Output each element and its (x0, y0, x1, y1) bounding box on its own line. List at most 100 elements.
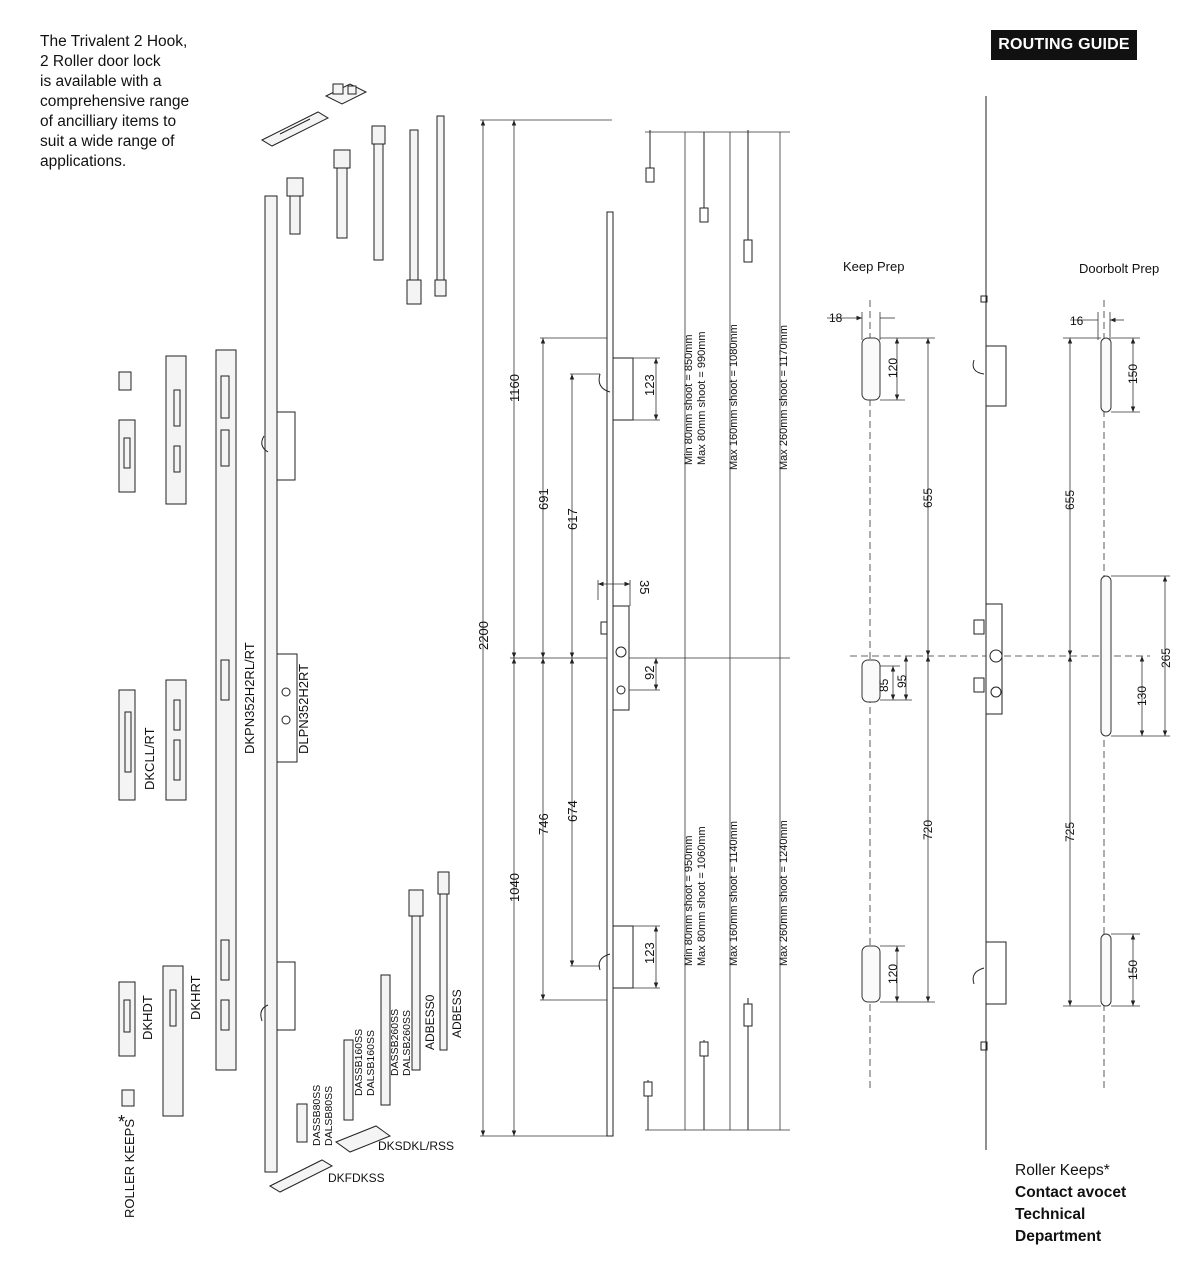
label-adbess0: ADBESS0 (423, 994, 437, 1050)
keep-dkhdt (118, 981, 136, 1057)
short-bolt-1-head (286, 177, 304, 197)
long-bolt-1-head (371, 125, 386, 145)
bottom-bolt-260 (380, 974, 391, 1106)
shoot-bolts-lower (643, 658, 790, 1131)
long-bolt-1 (373, 129, 384, 261)
lower-hook-case (276, 961, 296, 1031)
keep-top-dim: 120 (886, 358, 900, 378)
label-dkhdt: DKHDT (140, 995, 155, 1040)
routing-guide-badge: ROUTING GUIDE (991, 30, 1137, 60)
doorbolt-lower-span: 725 (1063, 822, 1077, 842)
keep-dkhrt (162, 965, 184, 1117)
dim-746: 746 (536, 813, 551, 835)
long-bolt-2-foot (406, 279, 422, 305)
doorbolt-slot-centre (1100, 575, 1112, 737)
doorbolt-slot-top (1100, 337, 1112, 413)
part-labels: ROLLER KEEPS * DKCLL/RT DKHDT DKHRT DKPN… (118, 642, 464, 1218)
dim-123-upper: 123 (642, 374, 657, 396)
routing-gearbox (985, 603, 1003, 715)
keep-lower-span: 720 (921, 820, 935, 840)
upper-hook-case (276, 411, 296, 481)
intro-text: The Trivalent 2 Hook, 2 Roller door lock… (40, 33, 190, 170)
dim-123-lower: 123 (642, 942, 657, 964)
dim-691: 691 (536, 488, 551, 510)
lock-faceplate-strip (264, 195, 278, 1173)
roller-keeps-note: Roller Keeps* Contact avocet Technical D… (1015, 1160, 1126, 1248)
note-lower-max80: Max 80mm shoot = 1060mm (696, 826, 708, 966)
short-bolt-2-head (333, 149, 351, 169)
note-upper-max80: Max 80mm shoot = 990mm (696, 331, 708, 465)
bottom-bolt-80 (296, 1103, 308, 1143)
keep-strip-dkpn (215, 349, 237, 1071)
bottom-bolt-adbess-head (437, 871, 450, 895)
label-adbess: ADBESS (450, 989, 464, 1038)
faceplate (606, 211, 614, 1137)
roller-keeps-note-line1: Contact avocet (1015, 1184, 1127, 1201)
exploded-parts (118, 83, 450, 1193)
routing-upper-hook (985, 345, 1007, 407)
doorbolt-width: 16 (1070, 314, 1084, 328)
routing-lock (972, 96, 1007, 1150)
bottom-bolt-adbess0 (411, 899, 421, 1071)
dim-1040: 1040 (507, 873, 522, 902)
doorbolt-centre-inner: 130 (1135, 686, 1149, 706)
keep-upper-span: 655 (921, 488, 935, 508)
keep-prep-title: Keep Prep (843, 259, 904, 274)
top-plate-1 (260, 111, 330, 147)
routing-lower-hook (985, 941, 1007, 1005)
doorbolt-top-dim: 150 (1126, 364, 1140, 384)
note-lower-min: Min 80mm shoot = 950mm (683, 835, 695, 966)
note-lower-max260: Max 260mm shoot = 1240mm (778, 820, 790, 966)
top-block (324, 83, 368, 105)
dim-1160: 1160 (507, 374, 522, 402)
dim-92: 92 (642, 666, 657, 680)
dkfdkss-plate (268, 1159, 334, 1193)
note-upper-min: Min 80mm shoot = 850mm (683, 334, 695, 465)
bottom-bolt-adbess0-head (408, 889, 424, 917)
keep-slot-top (861, 337, 881, 401)
dksdkl-plate (334, 1125, 392, 1153)
long-bolt-2 (409, 129, 419, 301)
note-lower-max160: Max 160mm shoot = 1140mm (728, 821, 740, 966)
label-dalsb80: DALSB80SS (323, 1086, 335, 1146)
note-upper-max160: Max 160mm shoot = 1080mm (728, 324, 740, 470)
dim-2200: 2200 (476, 621, 491, 650)
keep-top-small (118, 419, 136, 493)
roller-keep-top (118, 371, 132, 391)
dim-674: 674 (565, 800, 580, 822)
label-roller-keeps: ROLLER KEEPS (122, 1119, 137, 1218)
centre-gearbox (276, 653, 298, 763)
label-dlpn: DLPN352H2RT (296, 664, 311, 754)
roller-keep-bottom (121, 1089, 135, 1107)
note-upper-max260: Max 260mm shoot = 1170mm (778, 325, 790, 470)
label-dalsb160: DALSB160SS (365, 1030, 377, 1096)
long-bolt-3 (436, 115, 445, 297)
lower-hook-case-elev (612, 925, 634, 989)
keep-dkcll (118, 689, 136, 801)
shoot-bolts-upper (645, 130, 790, 658)
roller-keeps-note-title: Roller Keeps* (1015, 1162, 1110, 1179)
doorbolt-prep-title: Doorbolt Prep (1079, 261, 1159, 276)
label-dassb80: DASSB80SS (311, 1085, 323, 1146)
doorbolt-slot-bottom (1100, 933, 1112, 1007)
keep-slot-bottom (861, 945, 881, 1003)
bottom-bolt-160 (343, 1039, 354, 1121)
dim-35: 35 (637, 580, 652, 594)
label-dassb160: DASSB160SS (353, 1029, 365, 1096)
keep-slot-centre (861, 659, 881, 703)
doorbolt-bottom-dim: 150 (1126, 960, 1140, 980)
keep-long-top (165, 355, 187, 505)
doorbolt-upper-span: 655 (1063, 490, 1077, 510)
long-bolt-3-foot (434, 279, 447, 297)
roller-keeps-note-line2: Technical (1015, 1206, 1086, 1223)
keep-centre-inner: 85 (877, 678, 891, 692)
dim-617: 617 (565, 508, 580, 530)
label-dalsb260: DALSB260SS (401, 1010, 413, 1076)
roller-keeps-note-line3: Department (1015, 1228, 1102, 1245)
keep-width: 18 (829, 311, 843, 325)
label-asterisk: * (118, 1112, 125, 1132)
routing-guide: Keep Prep Doorbolt Prep 18 120 655 85 95 (827, 96, 1173, 1150)
keep-centre-outer: 95 (895, 674, 909, 688)
keep-bottom-dim: 120 (886, 964, 900, 984)
